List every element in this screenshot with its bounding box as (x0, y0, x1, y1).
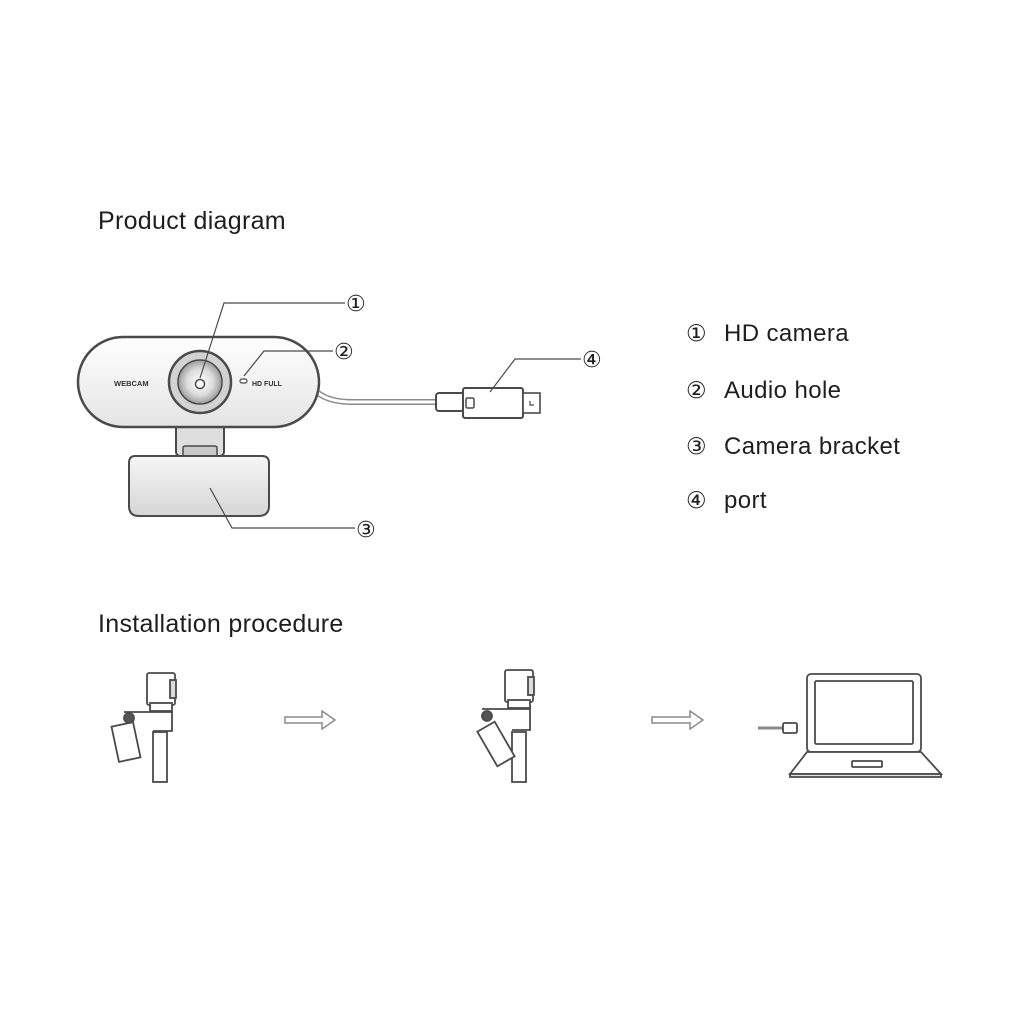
install-step-1-illustration (110, 672, 177, 783)
callout-number-4: ④ (582, 348, 602, 373)
legend-number: ③ (686, 434, 708, 460)
leader-1 (199, 302, 345, 379)
webcam-front-label: WEBCAM (114, 379, 149, 388)
install-step-3-illustration (758, 673, 944, 778)
webcam-hd-badge: HD FULL (252, 381, 283, 388)
legend-item-hd-camera: ① HD camera (686, 320, 849, 348)
legend-number: ② (686, 378, 708, 404)
legend-item-camera-bracket: ③ Camera bracket (686, 433, 900, 461)
legend-item-port: ④ port (686, 487, 767, 515)
callout-number-1: ① (346, 292, 366, 317)
camera-bracket (128, 455, 270, 517)
legend-item-audio-hole: ② Audio hole (686, 377, 841, 405)
legend-label: port (724, 487, 767, 514)
leader-4 (489, 358, 581, 393)
install-step-2-illustration (476, 669, 535, 783)
callout-leaders (199, 302, 581, 529)
installation-procedure-title: Installation procedure (98, 610, 344, 638)
legend-number: ④ (686, 488, 708, 514)
webcam-product-illustration (76, 335, 541, 517)
product-diagram-title: Product diagram (98, 207, 286, 235)
callout-number-3: ③ (356, 518, 376, 543)
leader-2 (243, 350, 333, 377)
legend-label: Camera bracket (724, 433, 901, 460)
audio-hole (239, 378, 248, 384)
callout-number-2: ② (334, 340, 354, 365)
arrow-step-1-to-2 (284, 709, 337, 731)
legend-label: HD camera (724, 320, 849, 347)
leader-3 (209, 487, 355, 529)
arrow-step-2-to-3 (651, 709, 705, 731)
legend-number: ① (686, 321, 708, 347)
legend-label: Audio hole (724, 377, 842, 404)
